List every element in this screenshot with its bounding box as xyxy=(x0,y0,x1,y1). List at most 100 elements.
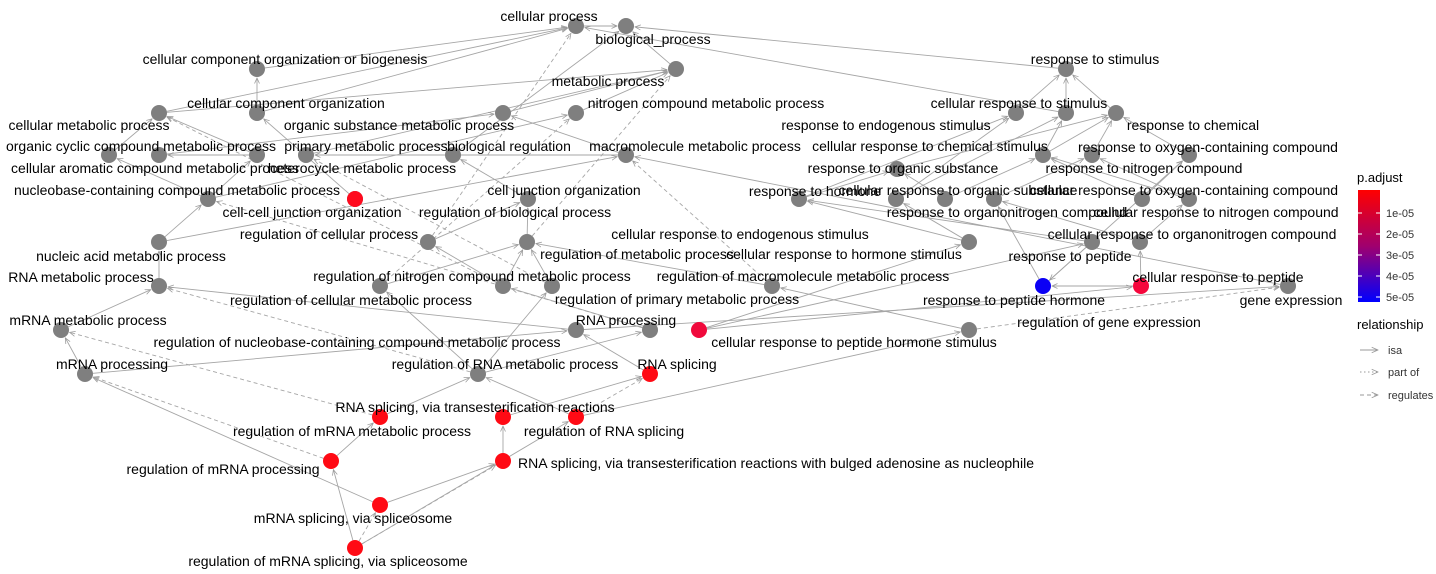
node-cell-cell-junction-organization xyxy=(347,191,363,207)
edge-isa xyxy=(706,287,1132,330)
node-biological-process xyxy=(618,18,634,34)
edge-isa xyxy=(387,377,469,415)
edge-isa xyxy=(806,172,889,198)
node-label: regulation of mRNA splicing, via spliceo… xyxy=(188,553,468,569)
node-label: RNA splicing, via transesterification re… xyxy=(518,455,1034,471)
node-label: regulation of nitrogen compound metaboli… xyxy=(313,268,631,284)
edge-isa xyxy=(387,245,519,285)
edge-isa xyxy=(65,338,82,368)
edge-isa xyxy=(92,331,567,374)
edge-isa xyxy=(905,174,939,196)
node-label: nitrogen compound metabolic process xyxy=(588,95,825,111)
color-legend-title: p.adjust xyxy=(1357,170,1403,185)
node-label: RNA processing xyxy=(576,312,676,328)
edge-isa xyxy=(506,250,523,280)
edge-isa xyxy=(706,245,961,328)
node-cellular-component-organization-or-biogenesis xyxy=(249,61,265,77)
node-biological-regulation xyxy=(445,147,461,163)
node-metabolic-process xyxy=(668,61,684,77)
node-regulation-of-cellular-metabolic-process xyxy=(495,278,511,294)
node-cellular-response-to-chemical-stimulus xyxy=(1035,147,1051,163)
color-legend-tick-label: 4e-05 xyxy=(1386,271,1414,283)
node-regulation-of-nucleobase-containing-compound-metabolic-process xyxy=(642,322,658,338)
edge-isa xyxy=(167,117,250,153)
edge-isa xyxy=(114,119,152,151)
edge-isa xyxy=(808,200,1085,242)
node-label: response to stimulus xyxy=(1031,51,1159,67)
node-label: mRNA metabolic process xyxy=(9,312,166,328)
node-regulation-of-primary-metabolic-process xyxy=(544,278,560,294)
node-label: cellular process xyxy=(500,8,597,24)
node-macromolecule-metabolic-process xyxy=(618,147,634,163)
node-label: response to organonitrogen compound xyxy=(887,204,1128,220)
edge-isa xyxy=(510,71,668,112)
edge-isa xyxy=(1095,121,1112,149)
color-legend-ticks xyxy=(1358,212,1380,298)
edge-isa xyxy=(68,289,150,328)
node-label: cellular response to endogenous stimulus xyxy=(611,226,869,242)
edge-isa xyxy=(904,115,1108,168)
node-label: cellular response to peptide hormone sti… xyxy=(711,334,997,350)
legend-part-of-label: part of xyxy=(1388,367,1420,379)
edge-regulates xyxy=(168,288,471,373)
edge-isa xyxy=(1145,205,1182,238)
node-cellular-component-organization xyxy=(249,105,265,121)
node-label: RNA metabolic process xyxy=(8,269,154,285)
edge-isa xyxy=(166,114,494,155)
node-label: primary metabolic process xyxy=(284,138,447,154)
node-cellular-metabolic-process xyxy=(151,105,167,121)
node-mrna-splicing-via-spliceosome xyxy=(372,497,388,513)
node-label: regulation of mRNA processing xyxy=(127,461,320,477)
node-label: macromolecule metabolic process xyxy=(589,138,801,154)
node-label: cellular response to organonitrogen comp… xyxy=(1048,226,1337,242)
edge-isa xyxy=(436,247,497,283)
edge-regulates xyxy=(70,332,373,416)
edge-isa xyxy=(902,117,1058,196)
node-label: nucleic acid metabolic process xyxy=(36,248,226,264)
node-organic-cyclic-compound-metabolic-process xyxy=(151,147,167,163)
node-nucleic-acid-metabolic-process xyxy=(151,234,167,250)
node-label: gene expression xyxy=(1240,292,1343,308)
edge-regulates xyxy=(385,119,569,282)
edge-isa xyxy=(781,288,962,329)
edge-isa xyxy=(213,161,250,194)
edge-isa xyxy=(527,208,528,235)
node-label: mRNA splicing, via spliceosome xyxy=(254,510,453,526)
node-label: cellular response to chemical stimulus xyxy=(812,138,1048,154)
edge-regulates xyxy=(358,513,375,542)
edge-isa xyxy=(387,464,495,503)
node-label: regulation of primary metabolic process xyxy=(555,291,799,307)
color-legend-bar xyxy=(1358,190,1380,302)
edge-isa xyxy=(459,31,618,151)
edge-isa xyxy=(706,244,1083,329)
node-label: RNA splicing xyxy=(637,356,716,372)
node-response-to-peptide-hormone xyxy=(1084,234,1100,250)
edge-isa xyxy=(166,70,667,113)
node-regulation-of-cellular-process xyxy=(420,234,436,250)
node-label: cellular response to stimulus xyxy=(931,95,1108,111)
edge-isa xyxy=(166,157,617,241)
color-legend-tick-label: 2e-05 xyxy=(1386,229,1414,241)
edge-regulates xyxy=(314,159,546,283)
edge-isa xyxy=(117,158,201,197)
node-label: response to oxygen-containing compound xyxy=(1078,139,1338,155)
edge-regulates xyxy=(93,377,324,459)
edge-isa xyxy=(485,332,642,373)
node-label: response to organic substance xyxy=(808,160,999,176)
node-label: heterocycle metabolic process xyxy=(268,160,456,176)
edge-isa xyxy=(1046,121,1062,149)
node-label: response to chemical xyxy=(1127,117,1259,133)
node-primary-metabolic-process xyxy=(298,147,314,163)
node-regulation-of-metabolic-process xyxy=(519,234,535,250)
edge-regulates xyxy=(582,379,642,414)
edge-isa xyxy=(435,203,519,240)
node-label: nucleobase-containing compound metabolic… xyxy=(14,182,340,198)
node-response-to-chemical xyxy=(1108,105,1124,121)
node-regulation-of-rna-splicing xyxy=(568,409,584,425)
node-label: response to peptide xyxy=(1009,248,1132,264)
node-response-to-organic-substance xyxy=(889,161,905,177)
edge-isa xyxy=(264,28,568,112)
node-label: cell-cell junction organization xyxy=(223,204,402,220)
node-heterocycle-metabolic-process xyxy=(249,147,265,163)
edge-regulates xyxy=(361,466,495,545)
